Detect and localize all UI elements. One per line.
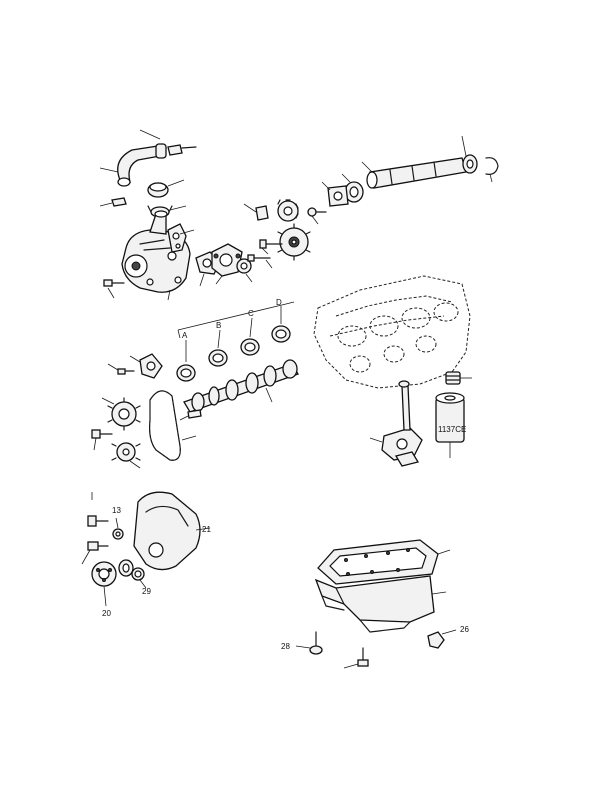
dowel-pin bbox=[87, 492, 109, 527]
cam-bearing-d: D bbox=[271, 298, 291, 343]
gear-hub bbox=[243, 203, 269, 221]
cam-bearing-bracket bbox=[177, 301, 295, 339]
label-26: 26 bbox=[460, 625, 469, 634]
front-seal-29: 29 bbox=[131, 567, 151, 596]
water-pump bbox=[121, 210, 191, 293]
label-20: 20 bbox=[102, 609, 111, 618]
oil-filter-label: 1137CE bbox=[438, 425, 466, 434]
timing-chain bbox=[149, 390, 197, 461]
oil-seal bbox=[236, 258, 253, 283]
stud-bolt bbox=[247, 254, 273, 269]
pan-bolt-lower bbox=[343, 647, 369, 669]
crankshaft-sprocket bbox=[111, 442, 141, 469]
thrust-plate bbox=[129, 353, 163, 379]
bearing-label-a: A bbox=[182, 331, 188, 340]
shaft-bearing bbox=[341, 173, 364, 203]
cam-bearing-a: A bbox=[176, 331, 196, 382]
camshaft bbox=[183, 359, 299, 413]
pan-bolt-28: 28 bbox=[281, 631, 323, 655]
engine-block bbox=[313, 275, 471, 389]
bypass-hose bbox=[99, 129, 197, 187]
sprocket-bolt bbox=[91, 429, 113, 451]
drain-plug-26: 26 bbox=[427, 625, 469, 649]
oil-pan-gasket bbox=[317, 539, 451, 585]
drive-gear bbox=[277, 223, 311, 261]
gear-stud bbox=[259, 239, 283, 255]
seal-13: 13 bbox=[112, 506, 124, 540]
harmonic-balancer: 20 bbox=[91, 561, 117, 618]
cam-key bbox=[179, 409, 202, 421]
timing-cover: 21 bbox=[133, 491, 211, 571]
hose-clip-left bbox=[99, 197, 127, 207]
pump-gasket bbox=[167, 223, 195, 253]
oil-pump-cover bbox=[211, 243, 243, 285]
bearing-label-c: C bbox=[248, 309, 254, 318]
label-21: 21 bbox=[202, 525, 211, 534]
label-13: 13 bbox=[112, 506, 121, 515]
shaft-rear-bearing bbox=[461, 135, 478, 174]
snap-ring bbox=[485, 157, 499, 183]
oil-filter-adapter bbox=[445, 371, 472, 385]
cam-bearing-b: B bbox=[208, 321, 228, 367]
gear-small-upper bbox=[277, 199, 299, 222]
bearing-label-b: B bbox=[216, 321, 221, 330]
gear-key-bolt bbox=[307, 207, 327, 225]
shaft-retainer bbox=[321, 181, 349, 207]
water-pump-bolt bbox=[103, 279, 171, 301]
hose-clamp-upper bbox=[147, 179, 185, 198]
oil-pump bbox=[369, 380, 423, 467]
label-28: 28 bbox=[281, 642, 290, 651]
bearing-label-d: D bbox=[276, 298, 282, 307]
oil-filter: 1137CE bbox=[435, 392, 466, 458]
oil-pan bbox=[314, 575, 447, 633]
balancer-bolt bbox=[81, 541, 109, 565]
camshaft-sprocket bbox=[101, 397, 141, 431]
balance-shaft bbox=[361, 157, 467, 189]
balancer-spacer bbox=[118, 559, 134, 577]
cam-bearing-c: C bbox=[240, 309, 260, 356]
thrust-plate-bolt bbox=[107, 363, 135, 375]
label-29: 29 bbox=[142, 587, 151, 596]
